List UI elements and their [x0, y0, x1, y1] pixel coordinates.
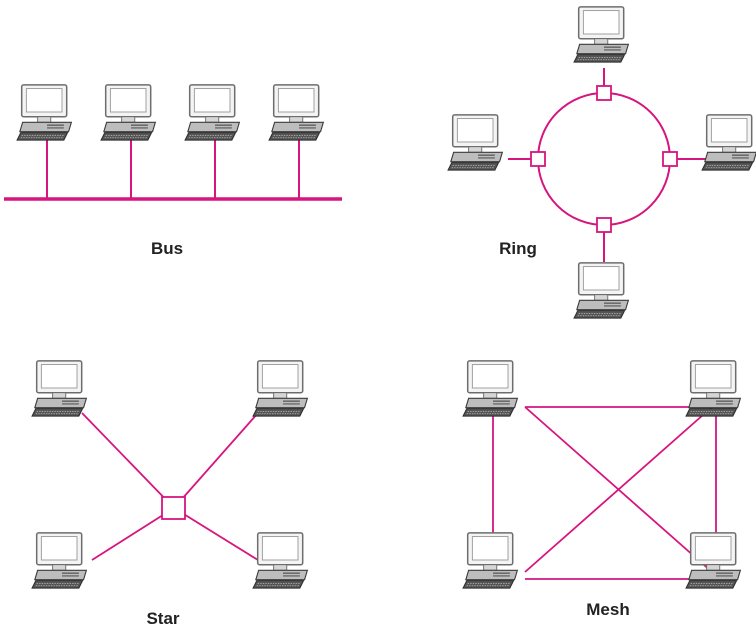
star-topology: Star	[31, 360, 309, 628]
star-hub	[161, 496, 186, 520]
star-link-bottom-right	[173, 507, 259, 561]
ring-label: Ring	[499, 239, 537, 258]
bus-label: Bus	[151, 239, 183, 258]
mesh-link-diagonal-2	[524, 406, 713, 573]
star-link-bottom-left	[91, 507, 175, 561]
ring-computer-icon-left	[447, 114, 504, 171]
ring-connector-top	[596, 85, 612, 101]
ring-topology: Ring	[447, 6, 756, 319]
star-link-top-right	[173, 412, 259, 509]
bus-computer-icon-2	[100, 84, 157, 141]
ring-computer-icon-top	[573, 6, 630, 63]
mesh-computer-icon-bottom-right	[685, 532, 742, 589]
star-computer-icon-top-right	[252, 360, 309, 417]
ring-connector-right	[662, 151, 678, 167]
bus-computer-icon-1	[16, 84, 73, 141]
star-computer-icon-bottom-right	[252, 532, 309, 589]
bus-computer-icon-4	[268, 84, 325, 141]
mesh-computer-icon-top-right	[685, 360, 742, 417]
star-computer-icon-top-left	[31, 360, 88, 417]
ring-computer-icon-right	[701, 114, 756, 171]
ring-connector-left	[530, 151, 546, 167]
ring-connector-bottom	[596, 217, 612, 233]
mesh-computer-icon-bottom-left	[462, 532, 519, 589]
mesh-topology: Mesh	[462, 360, 742, 619]
mesh-computer-icon-top-left	[462, 360, 519, 417]
ring-computer-icon-bottom	[573, 262, 630, 319]
star-label: Star	[146, 609, 179, 628]
star-computer-icon-bottom-left	[31, 532, 88, 589]
star-link-top-left	[81, 412, 175, 509]
mesh-label: Mesh	[586, 600, 629, 619]
ring-loop	[537, 92, 671, 226]
bus-topology: Bus	[4, 84, 342, 258]
bus-computer-icon-3	[184, 84, 241, 141]
